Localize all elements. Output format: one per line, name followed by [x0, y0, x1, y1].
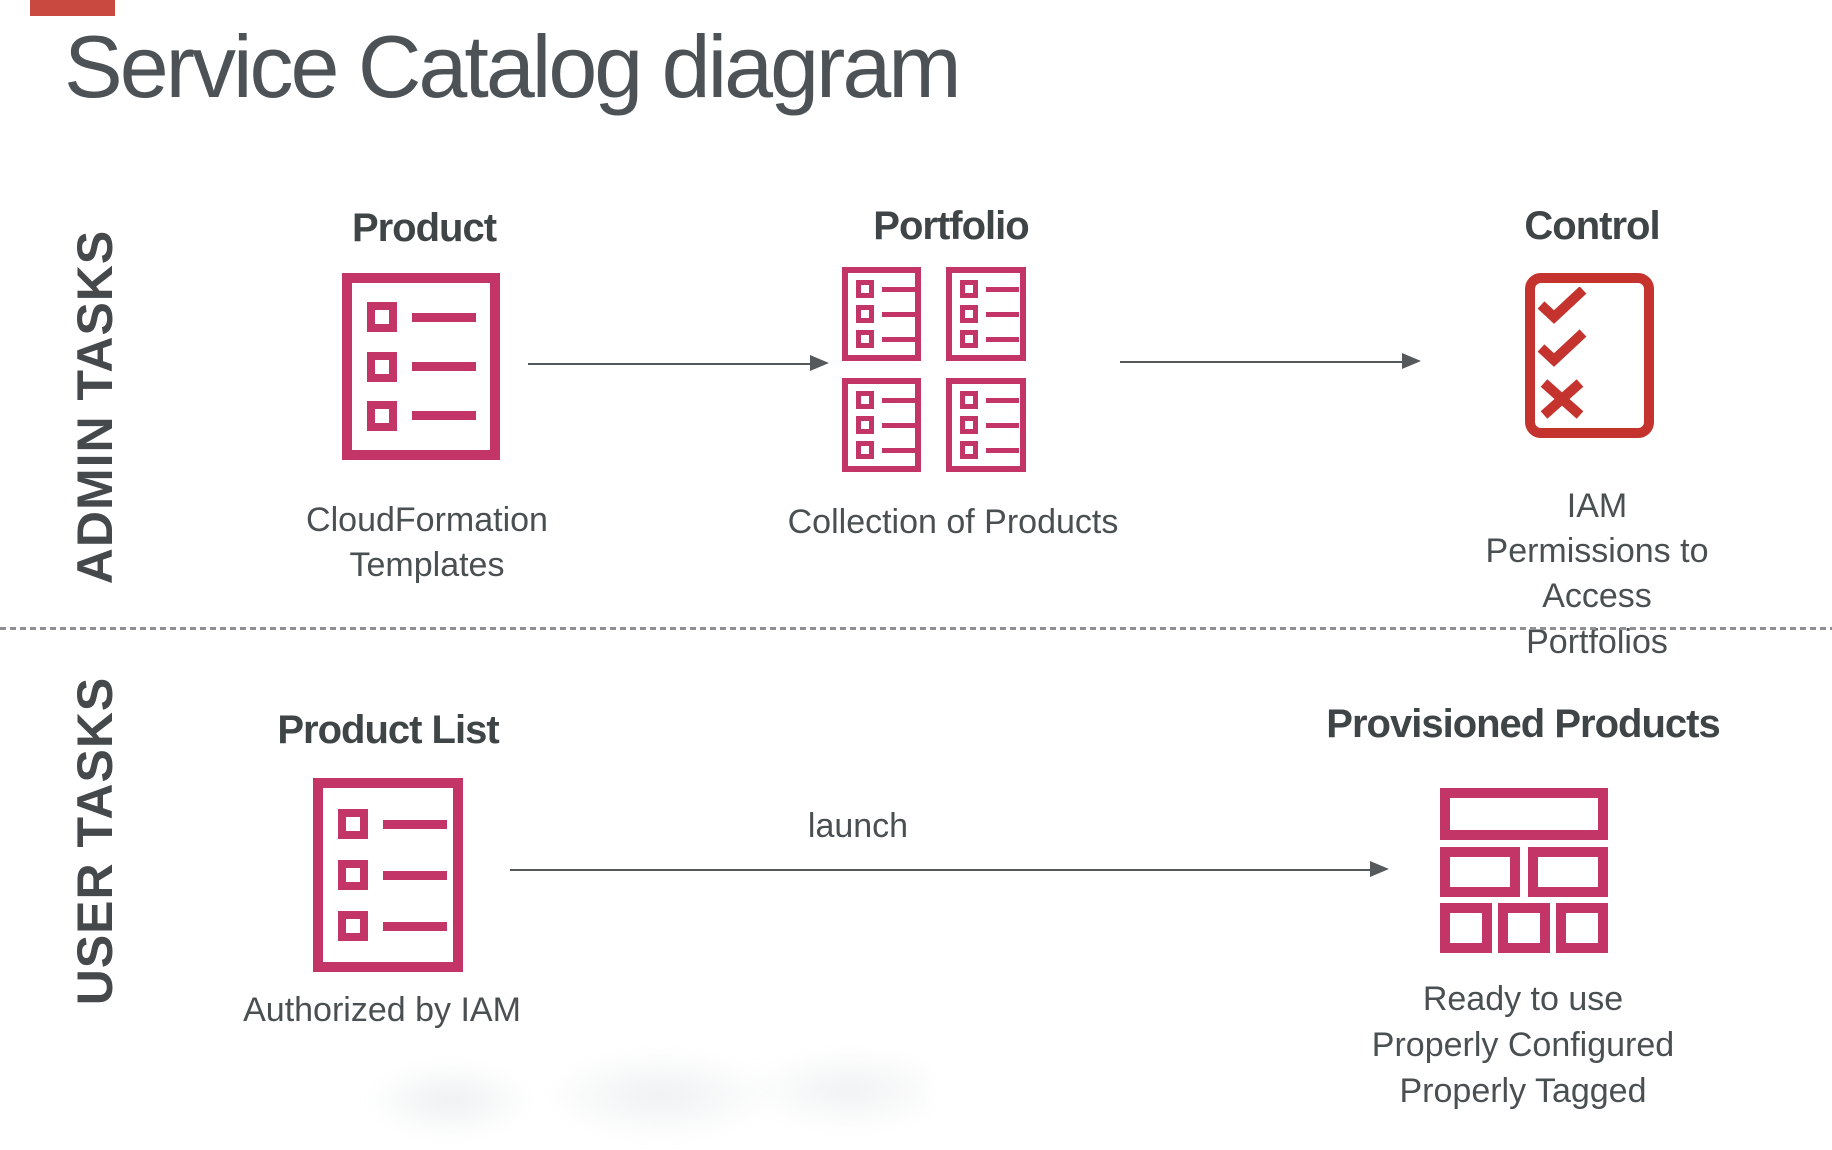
arrow-launch [510, 861, 1389, 877]
text-line [986, 422, 1019, 428]
bullet-square [856, 391, 874, 409]
list-row [952, 416, 1020, 434]
portfolio-heading: Portfolio [873, 204, 1029, 248]
list-row [848, 391, 915, 409]
stack-block [1440, 788, 1608, 840]
mini-product-icon [842, 267, 921, 361]
text-line [986, 286, 1019, 292]
bullet-square [960, 330, 978, 348]
product-list-heading: Product List [277, 708, 499, 752]
text-line [412, 362, 476, 371]
bullet-square [338, 911, 368, 941]
bullet-square [856, 280, 874, 298]
text-line [986, 397, 1019, 403]
bullet-square [960, 280, 978, 298]
stack-block [1528, 847, 1608, 897]
checkmarks-and-x-glyphs [1537, 287, 1587, 419]
row-divider-dashed-line [0, 627, 1832, 630]
accent-bar [30, 0, 115, 16]
text-line [383, 870, 447, 880]
list-row [952, 330, 1020, 348]
bullet-square [856, 416, 874, 434]
list-row [952, 391, 1020, 409]
list-row [952, 441, 1020, 459]
provisioned-products-stack-icon [1440, 788, 1608, 953]
portfolio-four-products-icon [842, 267, 1050, 472]
text-line [383, 819, 447, 829]
text-line [412, 411, 476, 421]
page-title: Service Catalog diagram [64, 17, 962, 116]
list-row [952, 280, 1020, 298]
bullet-square [856, 441, 874, 459]
list-row [323, 911, 453, 941]
user-tasks-label: USER TASKS [67, 676, 123, 1006]
list-row [848, 280, 915, 298]
product-list-document-icon [313, 778, 463, 972]
provisioned-products-heading: Provisioned Products [1326, 702, 1720, 746]
list-row [848, 305, 915, 323]
stack-block [1556, 903, 1608, 953]
bullet-square [960, 391, 978, 409]
text-line [882, 397, 915, 403]
product-heading: Product [351, 206, 497, 250]
text-line [882, 447, 915, 453]
list-row [323, 860, 453, 890]
admin-tasks-label: ADMIN TASKS [67, 229, 123, 585]
list-row [352, 400, 490, 431]
text-line [986, 336, 1019, 342]
bullet-square [367, 302, 397, 333]
bullet-square [856, 330, 874, 348]
list-row [352, 351, 490, 382]
stack-block [1440, 903, 1492, 953]
faint-smudge-artifact [330, 1035, 930, 1150]
list-row [848, 441, 915, 459]
text-line [986, 311, 1019, 317]
bullet-square [338, 860, 368, 890]
arrow-portfolio-to-control [1120, 353, 1421, 369]
text-line [882, 311, 915, 317]
text-line [882, 286, 915, 292]
bullet-square [338, 809, 368, 839]
text-line [882, 336, 915, 342]
provisioned-products-caption: Ready to use Properly Configured Properl… [1371, 980, 1675, 1111]
list-row [848, 330, 915, 348]
bullet-square [367, 351, 397, 382]
arrow-product-to-portfolio [528, 355, 829, 371]
text-line [882, 422, 915, 428]
stack-block [1498, 903, 1550, 953]
bullet-square [856, 305, 874, 323]
mini-product-icon [946, 378, 1026, 472]
product-caption: CloudFormation Templates [306, 501, 548, 585]
control-caption: IAM Permissions to Access Portfolios [1485, 487, 1709, 661]
product-list-document-icon [342, 273, 500, 460]
mini-product-icon [946, 267, 1026, 361]
portfolio-caption: Collection of Products [787, 503, 1119, 541]
list-row [952, 305, 1020, 323]
text-line [412, 312, 476, 322]
list-row [848, 416, 915, 434]
product-list-caption: Authorized by IAM [243, 991, 521, 1029]
mini-product-icon [842, 378, 921, 472]
bullet-square [960, 416, 978, 434]
launch-arrow-label: launch [807, 807, 909, 845]
text-line [986, 447, 1019, 453]
bullet-square [367, 400, 397, 431]
bullet-square [960, 305, 978, 323]
control-heading: Control [1524, 204, 1660, 248]
list-row [323, 809, 453, 839]
checklist-checks-icon [1525, 273, 1654, 438]
text-line [383, 921, 447, 931]
stack-block [1440, 847, 1520, 897]
bullet-square [960, 441, 978, 459]
list-row [352, 302, 490, 333]
